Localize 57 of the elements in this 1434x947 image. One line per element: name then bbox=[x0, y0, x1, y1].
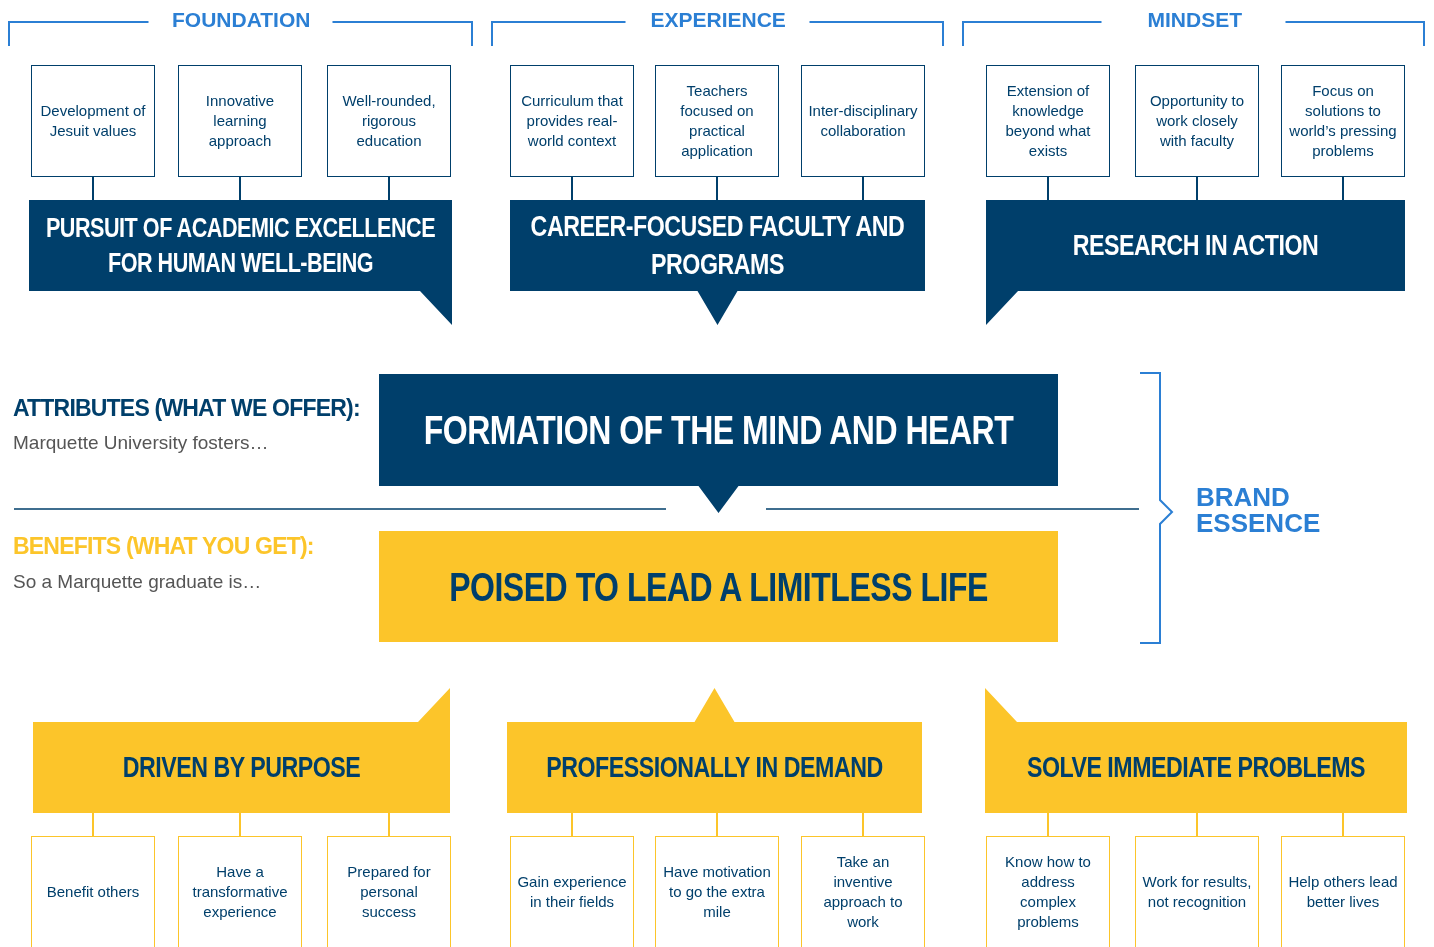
text-box: Have a transformative experience bbox=[178, 836, 302, 947]
connector-line bbox=[388, 812, 390, 837]
connector-line bbox=[1342, 176, 1344, 201]
text-box: Gain experience in their fields bbox=[510, 836, 634, 947]
bracket-label: BRAND ESSENCE bbox=[1196, 484, 1322, 536]
callout-title: DRIVEN BY PURPOSE bbox=[121, 749, 362, 785]
connector-line bbox=[1047, 812, 1049, 837]
connector-line bbox=[239, 812, 241, 837]
text-box: Focus on solutions to world’s pressing problems bbox=[1281, 65, 1405, 177]
callout-title: SOLVE IMMEDIATE PROBLEMS bbox=[1025, 749, 1367, 785]
text-box: Have motivation to go the extra mile bbox=[655, 836, 779, 947]
callout-title: PURSUIT OF ACADEMIC EXCELLENCE FOR HUMAN WELL-BEING bbox=[44, 211, 437, 280]
callout-title: PROFESSIONALLY IN DEMAND bbox=[545, 749, 884, 785]
callout-title: RESEARCH IN ACTION bbox=[1071, 227, 1320, 263]
row-heading: BENEFITS (WHAT YOU GET): bbox=[13, 533, 314, 560]
text-box: Help others lead better lives bbox=[1281, 836, 1405, 947]
callout-title: POISED TO LEAD A LIMITLESS LIFE bbox=[448, 563, 989, 611]
connector-line bbox=[1047, 176, 1049, 201]
text-box: Take an inventive approach to work bbox=[801, 836, 925, 947]
row-subtitle: Marquette University fosters… bbox=[13, 432, 269, 454]
connector-line bbox=[1196, 812, 1198, 837]
text-box: Teachers focused on practical application bbox=[655, 65, 779, 177]
text-box: Benefit others bbox=[31, 836, 155, 947]
callout-title: CAREER-FOCUSED FACULTY AND PROGRAMS bbox=[529, 209, 906, 282]
text-box: Opportunity to work closely with faculty bbox=[1135, 65, 1259, 177]
text-box: Prepared for personal success bbox=[327, 836, 451, 947]
connector-line bbox=[1196, 176, 1198, 201]
text-box: Development of Jesuit values bbox=[31, 65, 155, 177]
text-box: Inter-disciplinary collaboration bbox=[801, 65, 925, 177]
text-box: Curriculum that provides real-world context bbox=[510, 65, 634, 177]
text-box: Know how to address complex problems bbox=[986, 836, 1110, 947]
connector-line bbox=[716, 812, 718, 837]
connector-line bbox=[571, 812, 573, 837]
connector-line bbox=[1342, 812, 1344, 837]
connector-line bbox=[92, 812, 94, 837]
row-heading: ATTRIBUTES (WHAT WE OFFER): bbox=[13, 395, 360, 422]
callout-box bbox=[379, 531, 1058, 642]
callout-box bbox=[985, 688, 1407, 813]
callout-box bbox=[507, 688, 922, 813]
callout-box bbox=[510, 200, 925, 325]
connector-line bbox=[862, 812, 864, 837]
row-subtitle: So a Marquette graduate is… bbox=[13, 571, 262, 593]
connector-line bbox=[862, 176, 864, 201]
callout-title: FORMATION OF THE MIND AND HEART bbox=[422, 407, 1015, 454]
text-box: Well-rounded, rigorous education bbox=[327, 65, 451, 177]
connector-line bbox=[716, 176, 718, 201]
text-box: Work for results, not recognition bbox=[1135, 836, 1259, 947]
callout-box bbox=[33, 688, 450, 813]
text-box: Extension of knowledge beyond what exists bbox=[986, 65, 1110, 177]
callout-box bbox=[379, 374, 1058, 513]
connector-line bbox=[239, 176, 241, 201]
connector-line bbox=[571, 176, 573, 201]
callout-box bbox=[986, 200, 1405, 325]
connector-line bbox=[388, 176, 390, 201]
text-box: Innovative learning approach bbox=[178, 65, 302, 177]
callout-box bbox=[29, 200, 452, 325]
connector-line bbox=[92, 176, 94, 201]
